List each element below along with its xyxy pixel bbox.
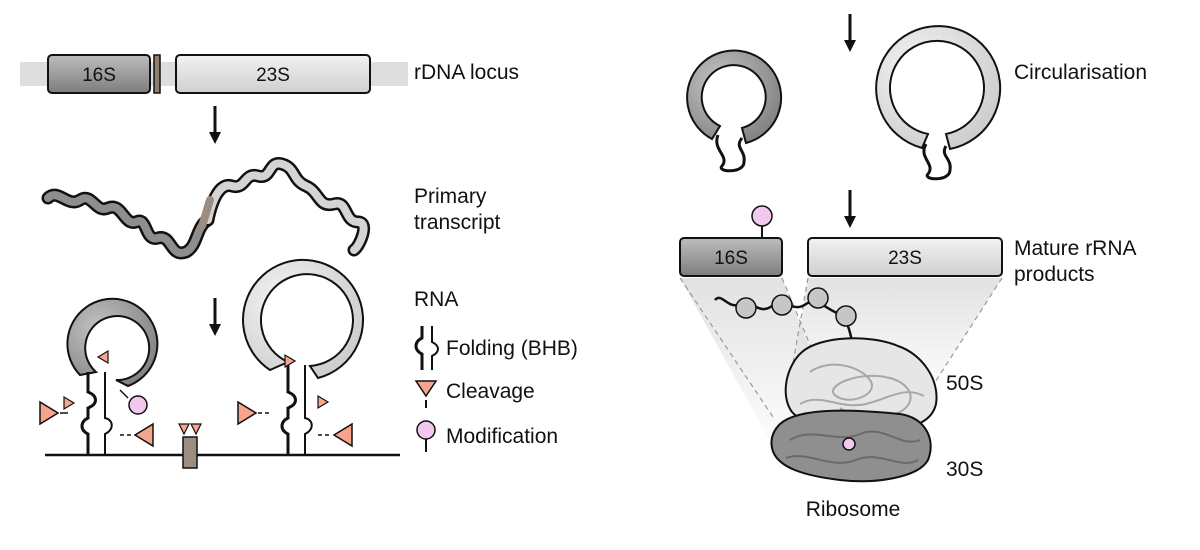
ribosome-50s-subunit: [784, 337, 938, 432]
modification-legend-icon: [416, 420, 436, 452]
cleavage-triangle-icon: [190, 423, 202, 436]
locus-23s-label: 23S: [256, 65, 290, 86]
bhb-stem-right-strand: [304, 365, 313, 455]
cleavage-triangle-icon: [39, 400, 60, 426]
cleavage-triangle-icon: [317, 394, 330, 410]
locus-spacer-segment: [153, 54, 161, 94]
amino-acid-bead: [807, 287, 829, 309]
locus-23s-segment: [175, 54, 371, 94]
primary-transcript: Primary transcript: [41, 157, 501, 260]
cleavage-triangle-icon: [96, 349, 109, 365]
cleavage-triangle-icon: [133, 422, 154, 448]
ribosome-50s-label: 50S: [946, 372, 983, 395]
bhb-stem-left-strand: [280, 362, 297, 455]
ribosome: 50S 30S Ribosome: [770, 337, 983, 521]
folded-rna: [39, 258, 400, 469]
circular-16s: [686, 49, 783, 173]
intervening-linker: [182, 436, 198, 469]
primary-transcript-label-line1: Primary: [414, 185, 487, 208]
cleavage-triangle-icon: [332, 422, 353, 448]
mature-label-line1: Mature rRNA: [1014, 237, 1137, 260]
bhb-stem-right-strand: [104, 372, 113, 455]
modification-icon: [128, 395, 148, 415]
locus-16s-label: 16S: [82, 65, 116, 86]
cleavage-icon: [414, 380, 438, 408]
mature-16s-segment: [679, 237, 783, 277]
legend-cleavage-label: Cleavage: [446, 380, 535, 403]
circularisation-label: Circularisation: [1014, 61, 1147, 84]
cleavage-triangle-icon: [178, 423, 190, 436]
cleavage-triangle-icon: [237, 400, 258, 426]
folding-icon: [414, 326, 439, 370]
peptide-chain: [714, 287, 857, 343]
modification-icon: [751, 205, 773, 227]
rdna-locus: 16S 23S rDNA locus: [20, 54, 519, 94]
legend: RNA Folding (BHB) Cleavage Modification: [414, 288, 578, 452]
amino-acid-bead: [735, 297, 757, 319]
mature-23s-segment: [807, 237, 1003, 277]
legend-title: RNA: [414, 288, 458, 311]
locus-16s-segment: [47, 54, 151, 94]
mature-products: 16S 23S Mature rRNA products: [679, 205, 1137, 286]
circular-23s: [875, 25, 1002, 181]
stem-loop-16s: [66, 297, 159, 388]
mature-16s-label: 16S: [714, 248, 748, 269]
primary-transcript-label-line2: transcript: [414, 211, 501, 234]
bhb-stem-left-strand: [80, 372, 97, 455]
ribosome-30s-label: 30S: [946, 458, 983, 481]
mature-23s-label: 23S: [888, 248, 922, 269]
rdna-locus-label: rDNA locus: [414, 61, 519, 84]
legend-modification-label: Modification: [446, 425, 558, 448]
cleavage-triangle-icon: [284, 353, 297, 369]
amino-acid-bead: [771, 294, 793, 316]
stem-loop-23s: [242, 258, 364, 380]
cleavage-triangle-icon: [63, 395, 76, 411]
ribosome-label: Ribosome: [806, 498, 901, 521]
legend-folding-label: Folding (BHB): [446, 337, 578, 360]
amino-acid-bead: [835, 305, 857, 327]
mature-label-line2: products: [1014, 263, 1095, 286]
modification-icon: [842, 437, 856, 451]
